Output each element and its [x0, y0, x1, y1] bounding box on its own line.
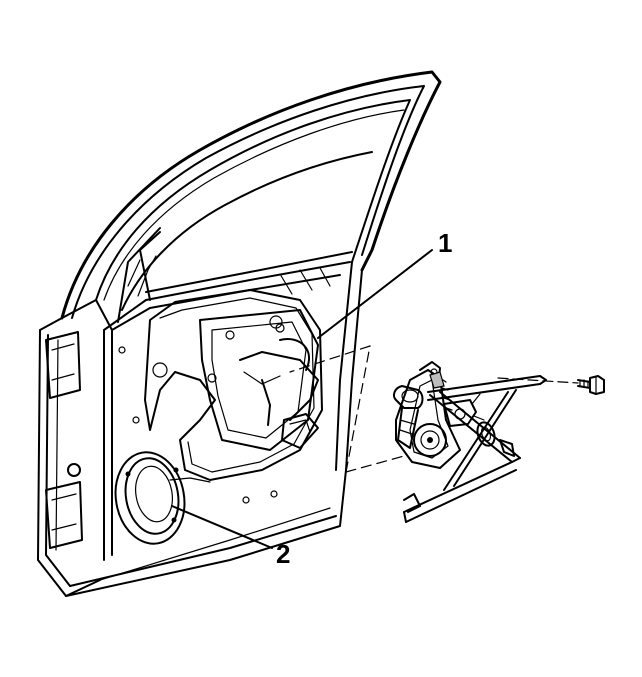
window-regulator-assembly — [393, 361, 547, 523]
door-frame — [37, 70, 442, 597]
callout-1-leader — [317, 249, 433, 339]
callout-2-label: 2 — [276, 539, 291, 569]
removal-guide-lines — [289, 345, 405, 473]
callout-2-leader — [171, 505, 273, 549]
inner-door-panel — [103, 255, 341, 561]
bolt — [497, 375, 605, 395]
callout-1-label: 1 — [438, 228, 453, 258]
